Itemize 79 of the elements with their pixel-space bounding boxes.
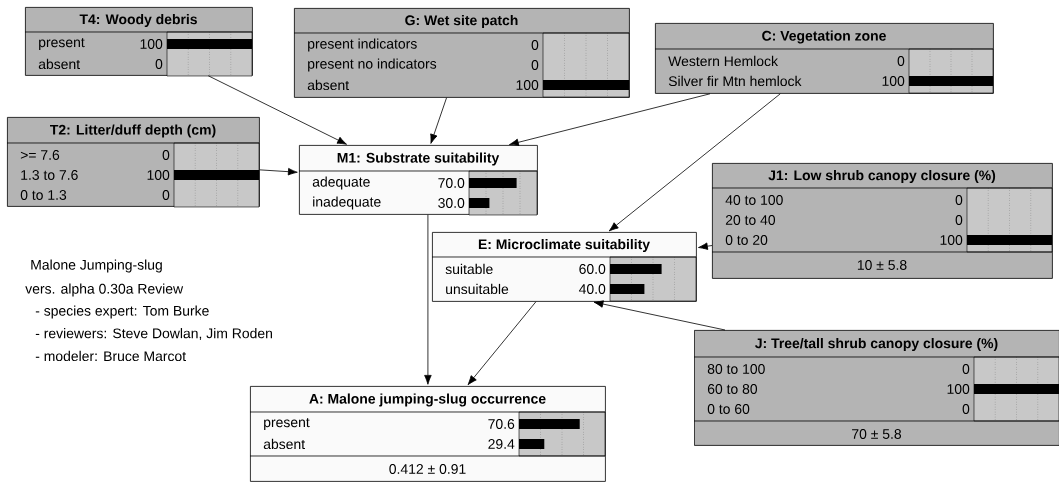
network-node: [298, 145, 538, 216]
node-title: E: Microclimate suitability: [478, 239, 650, 252]
state-label: absent: [307, 79, 349, 91]
state-label: 40 to 100: [725, 195, 783, 205]
arrow: [593, 300, 726, 331]
state-label: adequate: [312, 176, 370, 190]
probability-value: 60.0: [579, 264, 606, 274]
expected-value: 70 ± 5.8: [852, 429, 902, 439]
note-text: vers. alpha 0.30a Review: [25, 283, 184, 297]
node-title: T4: Woody debris: [79, 14, 197, 27]
probability-value: 100: [940, 235, 963, 245]
state-label: suitable: [445, 263, 493, 275]
state-label: Silver fir Mtn hemlock: [668, 75, 802, 87]
node-title: G: Wet site patch: [405, 15, 518, 28]
arrow: [698, 242, 713, 250]
probability-value: 0: [155, 59, 163, 69]
probability-value: 40.0: [578, 284, 606, 294]
state-label: Western Hemlock: [668, 55, 778, 67]
state-label: inadequate: [313, 196, 381, 210]
state-label: unsuitable: [446, 283, 509, 295]
node-title: J1: Low shrub canopy closure (%): [768, 170, 996, 183]
node-title: M1: Substrate suitability: [337, 152, 500, 166]
state-label: absent: [263, 438, 305, 450]
state-label: >= 7.6: [20, 150, 60, 160]
state-label: present: [39, 38, 85, 50]
state-label: 0 to 1.3: [20, 190, 67, 200]
network-node: [24, 7, 253, 77]
expected-value: 0.412 ± 0.91: [389, 464, 466, 474]
network-node: [693, 330, 1059, 446]
probability-value: 100: [140, 39, 163, 49]
state-label: present indicators: [308, 38, 417, 52]
probability-value: 30.0: [438, 198, 465, 208]
probability-value: 0: [162, 150, 170, 160]
state-label: 20 to 40: [725, 215, 776, 225]
arrow: [424, 214, 432, 385]
state-label: present no indicators: [308, 58, 437, 72]
arrow: [207, 75, 347, 145]
network-node: [711, 163, 1053, 279]
probability-value: 100: [516, 80, 539, 90]
probability-value: 29.4: [488, 439, 515, 449]
expected-value: 10 ± 5.8: [857, 260, 907, 270]
state-label: 80 to 100: [707, 364, 765, 374]
state-label: 1.3 to 7.6: [21, 170, 78, 180]
network-node: [293, 8, 630, 98]
state-label: 60 to 80: [707, 384, 758, 394]
arrow: [509, 93, 711, 146]
network-node: [6, 117, 260, 208]
probability-value: 0: [531, 40, 539, 50]
probability-value: 0: [962, 404, 970, 414]
arrow: [467, 301, 537, 386]
probability-value: 0: [162, 190, 170, 200]
node-title: T2: Litter/duff depth (cm): [50, 124, 216, 138]
arrow: [430, 97, 447, 144]
probability-value: 100: [147, 170, 170, 180]
arrow: [608, 93, 781, 232]
probability-value: 100: [947, 384, 970, 394]
probability-value: 0: [955, 215, 963, 225]
state-label: 0 to 60: [707, 404, 750, 414]
note-text: Malone Jumping-slug: [31, 259, 162, 273]
state-label: 0 to 20: [725, 235, 768, 245]
network-node: [249, 386, 606, 482]
note-text: - reviewers: Steve Dowlan, Jim Roden: [35, 328, 272, 340]
note-text: - modeler: Bruce Marcot: [35, 350, 186, 362]
arrow: [259, 168, 298, 176]
note-text: - species expert: Tom Burke: [35, 305, 209, 319]
network-node: [431, 232, 697, 302]
probability-value: 70.6: [488, 419, 515, 429]
probability-value: 0: [531, 60, 539, 70]
node-title: C: Vegetation zone: [762, 30, 886, 44]
probability-value: 0: [955, 195, 963, 205]
network-node: [654, 23, 994, 94]
probability-value: 100: [882, 76, 905, 86]
probability-value: 70.0: [438, 178, 465, 188]
state-label: absent: [38, 58, 80, 70]
probability-value: 0: [962, 364, 970, 374]
probability-value: 0: [897, 56, 905, 66]
node-title: A: Malone jumping-slug occurrence: [309, 393, 546, 407]
state-label: present: [264, 418, 310, 430]
node-title: J: Tree/tall shrub canopy closure (%): [755, 338, 998, 351]
